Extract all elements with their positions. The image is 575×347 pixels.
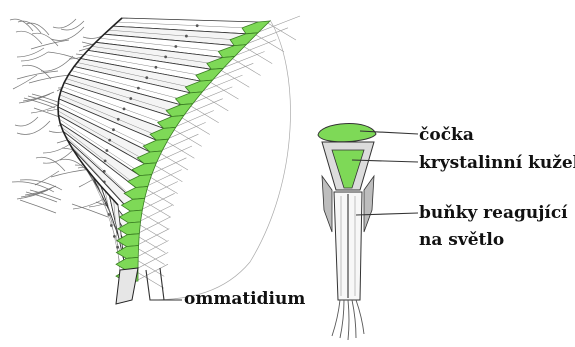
pigment-cell-left bbox=[322, 176, 332, 232]
cell-nucleus bbox=[112, 128, 115, 131]
cell-nucleus bbox=[145, 76, 148, 79]
cell-nucleus bbox=[174, 45, 177, 48]
cell-nucleus bbox=[116, 246, 119, 249]
label-photoreceptor-cells-line1: buňky reagující bbox=[419, 202, 568, 224]
cell-nucleus bbox=[129, 97, 132, 100]
label-ommatidium: ommatidium bbox=[184, 288, 305, 310]
cell-nucleus bbox=[123, 107, 126, 110]
pigment-cell-right bbox=[364, 176, 374, 232]
label-crystalline-cone: krystalinní kužel bbox=[419, 152, 575, 174]
cell-nucleus bbox=[137, 87, 140, 90]
label-leader-lines bbox=[146, 131, 418, 300]
ommatidium-lens bbox=[318, 124, 376, 142]
single-ommatidium-detail bbox=[318, 124, 376, 340]
axon-fibres bbox=[332, 300, 364, 340]
cell-nucleus bbox=[117, 118, 120, 121]
cell-nucleus bbox=[104, 160, 107, 163]
cell-nucleus bbox=[155, 66, 158, 69]
eye-base bbox=[116, 268, 138, 304]
cell-nucleus bbox=[185, 35, 188, 38]
label-lens: čočka bbox=[419, 124, 474, 146]
label-photoreceptor-cells-line2: na světlo bbox=[419, 229, 504, 251]
cell-nucleus bbox=[164, 55, 167, 58]
lens bbox=[116, 246, 138, 259]
cell-nucleus bbox=[105, 149, 108, 152]
cell-nucleus bbox=[108, 139, 111, 142]
compound-eye-section bbox=[10, 16, 300, 304]
cell-nucleus bbox=[113, 235, 116, 238]
cell-nucleus bbox=[196, 24, 199, 27]
